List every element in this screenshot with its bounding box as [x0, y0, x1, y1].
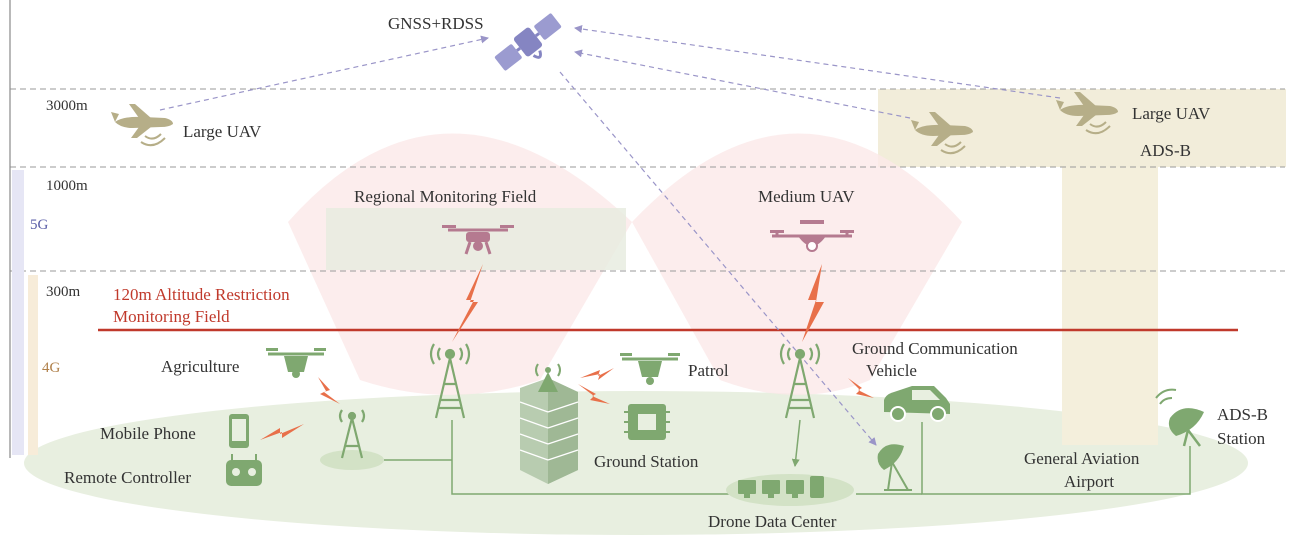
- ground-links: [384, 419, 1191, 495]
- patrol-label: Patrol: [688, 361, 729, 380]
- agriculture-label: Agriculture: [161, 357, 239, 376]
- network-label-5g: 5G: [30, 217, 49, 233]
- band-5g: [12, 170, 24, 455]
- gcv-label-line1: Ground Communication: [852, 339, 1018, 358]
- airport-column: [1062, 167, 1158, 445]
- ads-b-station-icon: [1155, 388, 1204, 447]
- satellite-label: GNSS+RDSS: [388, 14, 484, 33]
- link-left-tower-dc: [451, 420, 734, 495]
- large-uav-right-label: Large UAV: [1132, 104, 1211, 123]
- restriction-label-line2: Monitoring Field: [113, 307, 230, 326]
- airport-label-line1: General Aviation: [1024, 449, 1140, 468]
- agriculture-drone-icon: [266, 348, 326, 378]
- link-satellite-ground: [559, 71, 877, 446]
- ground-area: [24, 391, 1248, 535]
- satellite-links: [159, 25, 1061, 446]
- ads-b-station-label-line2: Station: [1217, 429, 1266, 448]
- band-4g: [28, 275, 38, 455]
- signal-bolts: [260, 264, 874, 440]
- ads-b-station-label-line1: ADS-B: [1217, 405, 1268, 424]
- regional-field-label: Regional Monitoring Field: [354, 187, 537, 206]
- ground-vehicle-icon: [884, 386, 950, 422]
- satellite-dish-icon: [877, 444, 912, 491]
- airport-label-line2: Airport: [1064, 472, 1114, 491]
- ground-station-label: Ground Station: [594, 452, 699, 471]
- link-right-tower-dc: [791, 419, 801, 467]
- mobile-phone-label: Mobile Phone: [100, 424, 196, 443]
- data-center-label: Drone Data Center: [708, 512, 837, 531]
- gcv-label-line2: Vehicle: [866, 361, 917, 380]
- altitude-lines: [10, 88, 1285, 272]
- large-uav-left-icon: [111, 104, 173, 147]
- tower-left-icon: [429, 343, 471, 419]
- bolt-regional: [452, 264, 483, 342]
- large-uav-right-icon: [1056, 92, 1118, 135]
- data-center-icon: [738, 476, 824, 498]
- large-uav-left-label: Large UAV: [183, 122, 262, 141]
- bolt-medium: [802, 264, 824, 342]
- bolt-patrol: [580, 368, 614, 380]
- bolt-gcv: [848, 378, 874, 398]
- bolt-ground-station: [578, 384, 610, 404]
- ads-b-air-label: ADS-B: [1140, 141, 1191, 160]
- network-label-4g: 4G: [42, 360, 61, 376]
- medium-uav-icon: [770, 220, 854, 252]
- patrol-drone-icon: [620, 353, 680, 385]
- link-large-uav-right: [574, 25, 1061, 99]
- bolt-agriculture: [318, 377, 340, 404]
- remote-controller-label: Remote Controller: [64, 468, 191, 487]
- altitude-label-300: 300m: [46, 284, 81, 300]
- tower-right-icon: [779, 343, 821, 419]
- ground-station-building-icon: [519, 363, 579, 484]
- link-large-uav-left: [159, 35, 489, 111]
- link-large-uav-mid: [574, 49, 911, 119]
- small-tower-base: [320, 450, 384, 470]
- link-vehicle-airport: [921, 422, 1191, 495]
- mobile-phone-icon: [229, 414, 249, 448]
- large-uav-mid-icon: [911, 112, 973, 155]
- restriction-label-line1: 120m Altitude Restriction: [113, 285, 290, 304]
- remote-controller-icon: [226, 454, 262, 486]
- altitude-label-3000: 3000m: [46, 98, 88, 114]
- small-tower-icon: [338, 409, 366, 459]
- ground-station-chip-icon: [624, 404, 670, 440]
- altitude-label-1000: 1000m: [46, 178, 88, 194]
- regional-drone-icon: [442, 225, 514, 255]
- medium-uav-label: Medium UAV: [758, 187, 855, 206]
- bolt-phone: [260, 424, 304, 440]
- satellite-icon: [494, 13, 562, 71]
